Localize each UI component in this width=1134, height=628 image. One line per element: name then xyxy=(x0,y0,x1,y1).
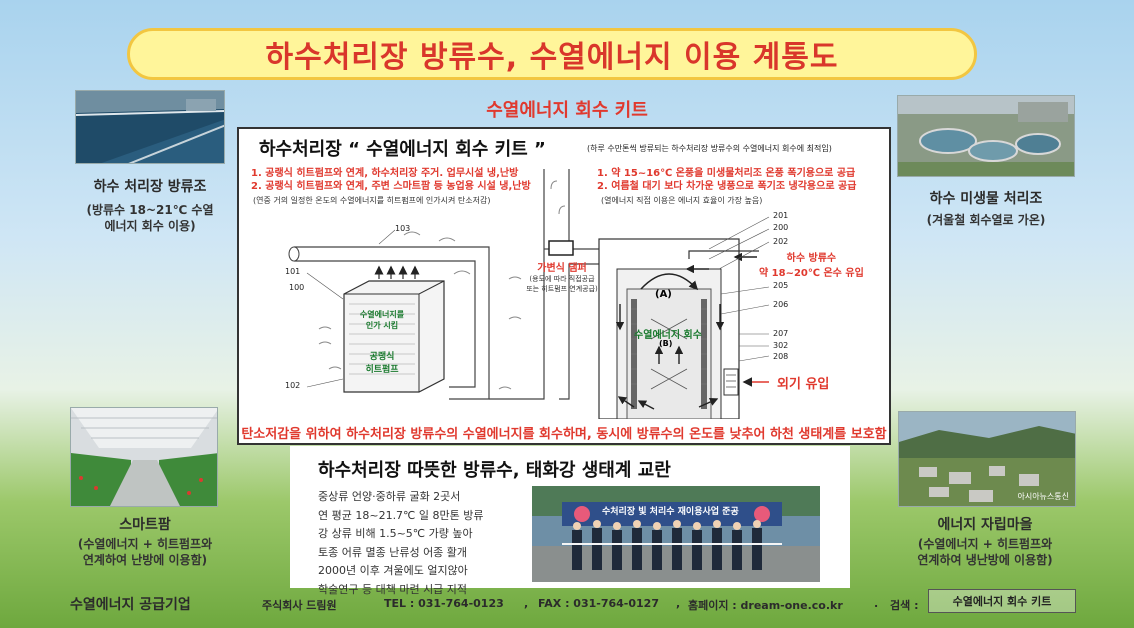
part-101: 101 xyxy=(285,267,301,276)
part-207: 207 xyxy=(773,329,789,338)
kit-diagram-panel: 하수처리장 “ 수열에너지 회수 키트 ” (하루 수만톤씩 방류되는 하수처리… xyxy=(237,127,891,445)
kit-heading: 수열에너지 회수 키트 xyxy=(486,100,648,121)
footer-company-type: 수열에너지 공급기업 xyxy=(70,597,191,613)
part-201: 201 xyxy=(773,211,789,220)
damper-label: 가변식 댐퍼 (용도에 따라 직접공급 또는 히트펌프 연계공급) xyxy=(526,263,598,293)
kit-schematic xyxy=(288,169,770,419)
footer-company: 주식회사 드림원 xyxy=(262,599,337,612)
mark-a: (A) xyxy=(655,289,672,300)
energy-village-caption: 에너지 자립마을 (수열에너지 + 히트펌프와 연계하여 냉난방에 이용함) xyxy=(917,517,1053,567)
inflow-label: 하수 방류수 약 18~20℃ 온수 유입 xyxy=(759,253,864,279)
right-usage-list: 1. 약 15~16℃ 온풍을 미생물처리조 온풍 폭기용으로 공급 2. 여름… xyxy=(597,168,857,192)
part-103: 103 xyxy=(395,224,411,233)
part-206: 206 xyxy=(773,300,789,309)
footer-dot: . xyxy=(874,597,879,610)
village-watermark: 아시아뉴스통신 xyxy=(1017,492,1069,501)
search-keyword-box: 수열에너지 회수 키트 xyxy=(928,589,1076,613)
part-302: 302 xyxy=(773,341,789,350)
panel-bottom-statement: 탄소저감을 위하여 하수처리장 방류수의 수열에너지를 회수하며, 동시에 방류… xyxy=(241,427,887,442)
part-208: 208 xyxy=(773,352,789,361)
panel-note: (하루 수만톤씩 방류되는 하수처리장 방류수의 수열에너지 회수에 최적임) xyxy=(587,144,832,153)
recovery-label: 수열에너지 회수 xyxy=(634,330,702,341)
footer-tel: TEL : 031-764-0123 xyxy=(384,597,504,610)
left-usage-list: 1. 공랭식 히트펌프와 연계, 하수처리장 주거. 업무시설 냉,난방 2. … xyxy=(251,168,531,192)
photo-energy-village: 아시아뉴스통신 xyxy=(898,411,1076,507)
footer-fax: FAX : 031-764-0127 xyxy=(538,597,659,610)
mark-b: (B) xyxy=(659,339,673,348)
part-100: 100 xyxy=(289,283,305,292)
news-article: 하수처리장 따뜻한 방류수, 태화강 생태계 교란 중상류 언양·중하류 굴화 … xyxy=(290,446,850,596)
article-title: 하수처리장 따뜻한 방류수, 태화강 생태계 교란 xyxy=(318,460,671,481)
photo-smart-farm xyxy=(70,407,218,507)
part-102: 102 xyxy=(285,381,301,390)
heatpump-name: 공랭식 히트펌프 xyxy=(365,352,399,375)
heatpump-apply-label: 수열에너지를 인가 시킴 xyxy=(359,310,405,330)
panel-title: 하수처리장 “ 수열에너지 회수 키트 ” xyxy=(259,139,546,160)
smart-farm-caption: 스마트팜 (수열에너지 + 히트펌프와 연계하여 난방에 이용함) xyxy=(77,517,213,567)
footer-search-label: 검색 : xyxy=(890,599,919,612)
outflow-tank-caption: 하수 처리장 방류조 (방류수 18~21℃ 수열 에너지 회수 이용) xyxy=(86,179,214,233)
photo-microbial-tank xyxy=(897,95,1075,177)
outside-air-label: 외기 유입 xyxy=(777,377,830,392)
part-205: 205 xyxy=(773,281,789,290)
footer-separator-2: , xyxy=(676,597,681,610)
footer-separator: , xyxy=(524,597,529,610)
part-200: 200 xyxy=(773,223,789,232)
footer-web: 홈페이지 : dream-one.co.kr xyxy=(688,599,843,612)
microbial-tank-caption: 하수 미생물 처리조 (겨울철 회수열로 가온) xyxy=(926,191,1046,227)
page-title: 하수처리장 방류수, 수열에너지 이용 계통도 xyxy=(265,40,839,75)
photo-outflow-tank xyxy=(75,90,225,164)
title-banner: 하수처리장 방류수, 수열에너지 이용 계통도 xyxy=(127,28,977,80)
part-202: 202 xyxy=(773,237,789,246)
article-summary: 중상류 언양·중하류 굴화 2곳서 연 평균 18~21.7℃ 일 8만톤 방류… xyxy=(318,490,484,596)
article-photo-banner: 수처리장 빛 처리수 재이용사업 준공 xyxy=(602,507,739,517)
left-usage-note: (연중 거의 일정한 온도의 수열에너지를 히트펌프에 인가시켜 탄소저감) xyxy=(253,196,491,205)
article-photo: 수처리장 빛 처리수 재이용사업 준공 xyxy=(532,486,820,582)
right-usage-note: (열에너지 직접 이용은 에너지 효율이 가장 높음) xyxy=(601,196,763,205)
